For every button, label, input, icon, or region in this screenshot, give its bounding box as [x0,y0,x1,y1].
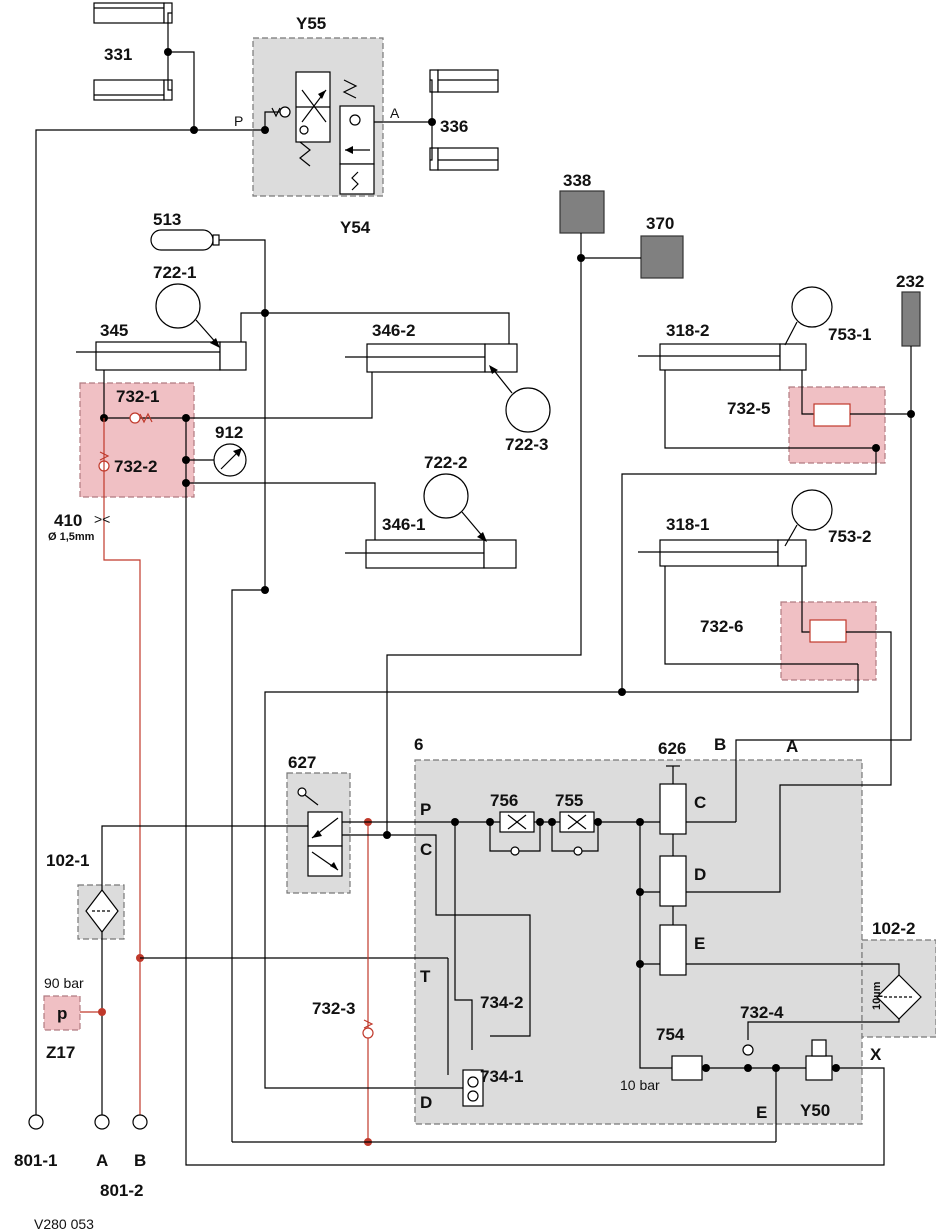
valve-y54-y55 [271,71,375,195]
label-port-b: B [714,735,726,754]
accumulator-513 [150,229,220,251]
label-port-p: P [420,800,431,819]
label-port-x: X [870,1045,882,1064]
cylinder-346-2 [345,343,518,373]
sensor-338 [559,190,605,234]
sensor-753-2 [791,489,833,531]
label-912: 912 [215,423,243,442]
label-722-3: 722-3 [505,435,548,454]
filter-102-1 [85,889,119,933]
label-valve-d: D [694,865,706,884]
label-734-1: 734-1 [480,1067,523,1086]
check-valve-734 [462,1069,484,1107]
cylinder-318-2 [638,343,807,371]
label-port-d: D [420,1093,432,1112]
label-755: 755 [555,791,583,810]
label-y54: Y54 [340,218,371,237]
label-732-1: 732-1 [116,387,159,406]
block-732-6 [780,601,877,681]
label-6: 6 [414,735,423,754]
label-345: 345 [100,321,128,340]
block-732-1-2 [79,382,195,498]
label-732-2: 732-2 [114,457,157,476]
label-331: 331 [104,45,132,64]
label-734-2: 734-2 [480,993,523,1012]
label-10-bar: 10 bar [620,1077,660,1093]
label-102-1: 102-1 [46,851,89,870]
label-722-2: 722-2 [424,453,467,472]
pump-801-2-b [132,1114,148,1130]
label-port-t: T [420,967,431,986]
doc-reference: V280 053 [34,1216,94,1231]
label-338: 338 [563,171,591,190]
throttle-756 [499,811,535,833]
pump-801-1 [28,1114,44,1130]
sensor-232 [901,291,921,347]
label-port-a-top: A [390,105,400,121]
label-filter-rating: 10µm [871,981,883,1010]
label-valve-e: E [694,934,705,953]
valve-754 [671,1055,703,1081]
label-732-3: 732-3 [312,999,355,1018]
label-346-2: 346-2 [372,321,415,340]
gauge-722-3 [505,387,551,433]
label-diameter: Ø 1,5mm [48,531,95,543]
label-valve-c: C [694,793,706,812]
label-336: 336 [440,117,468,136]
pump-801-2-a [94,1114,110,1130]
label-pump-b: B [134,1151,146,1170]
cylinder-318-1 [638,539,807,567]
gauge-722-2 [423,473,469,519]
sensor-370 [640,235,684,279]
label-z17: Z17 [46,1043,75,1062]
label-pump-a: A [96,1151,108,1170]
label-627: 627 [288,753,316,772]
label-756: 756 [490,791,518,810]
sensor-753-1 [791,286,833,328]
label-90-bar: 90 bar [44,975,84,991]
cylinder-336 [429,69,499,171]
valve-627 [297,787,343,877]
label-410: 410 [54,511,82,530]
valve-y50 [805,1039,833,1081]
label-801-2: 801-2 [100,1181,143,1200]
label-753-1: 753-1 [828,325,871,344]
gauge-722-1 [155,283,201,329]
cylinder-346-1 [345,539,517,569]
label-732-5: 732-5 [727,399,770,418]
label-y55: Y55 [296,14,326,33]
label-346-1: 346-1 [382,515,425,534]
label-102-2: 102-2 [872,919,915,938]
svg-text:><: >< [94,511,110,527]
label-732-6: 732-6 [700,617,743,636]
label-port-c: C [420,840,432,859]
label-port-p-top: P [234,113,243,129]
label-722-1: 722-1 [153,263,196,282]
label-318-2: 318-2 [666,321,709,340]
label-801-1: 801-1 [14,1151,57,1170]
label-626: 626 [658,739,686,758]
label-754: 754 [656,1025,685,1044]
label-port-e: E [756,1103,767,1122]
label-port-a: A [786,737,798,756]
valve-626 [659,765,687,976]
cylinder-345 [76,341,247,371]
label-370: 370 [646,214,674,233]
label-753-2: 753-2 [828,527,871,546]
label-232: 232 [896,272,924,291]
throttle-755 [559,811,595,833]
pressure-switch-z17 [43,995,81,1031]
label-732-4: 732-4 [740,1003,784,1022]
label-y50: Y50 [800,1101,830,1120]
label-pressure-switch: p [57,1004,67,1023]
label-513: 513 [153,210,181,229]
label-318-1: 318-1 [666,515,709,534]
